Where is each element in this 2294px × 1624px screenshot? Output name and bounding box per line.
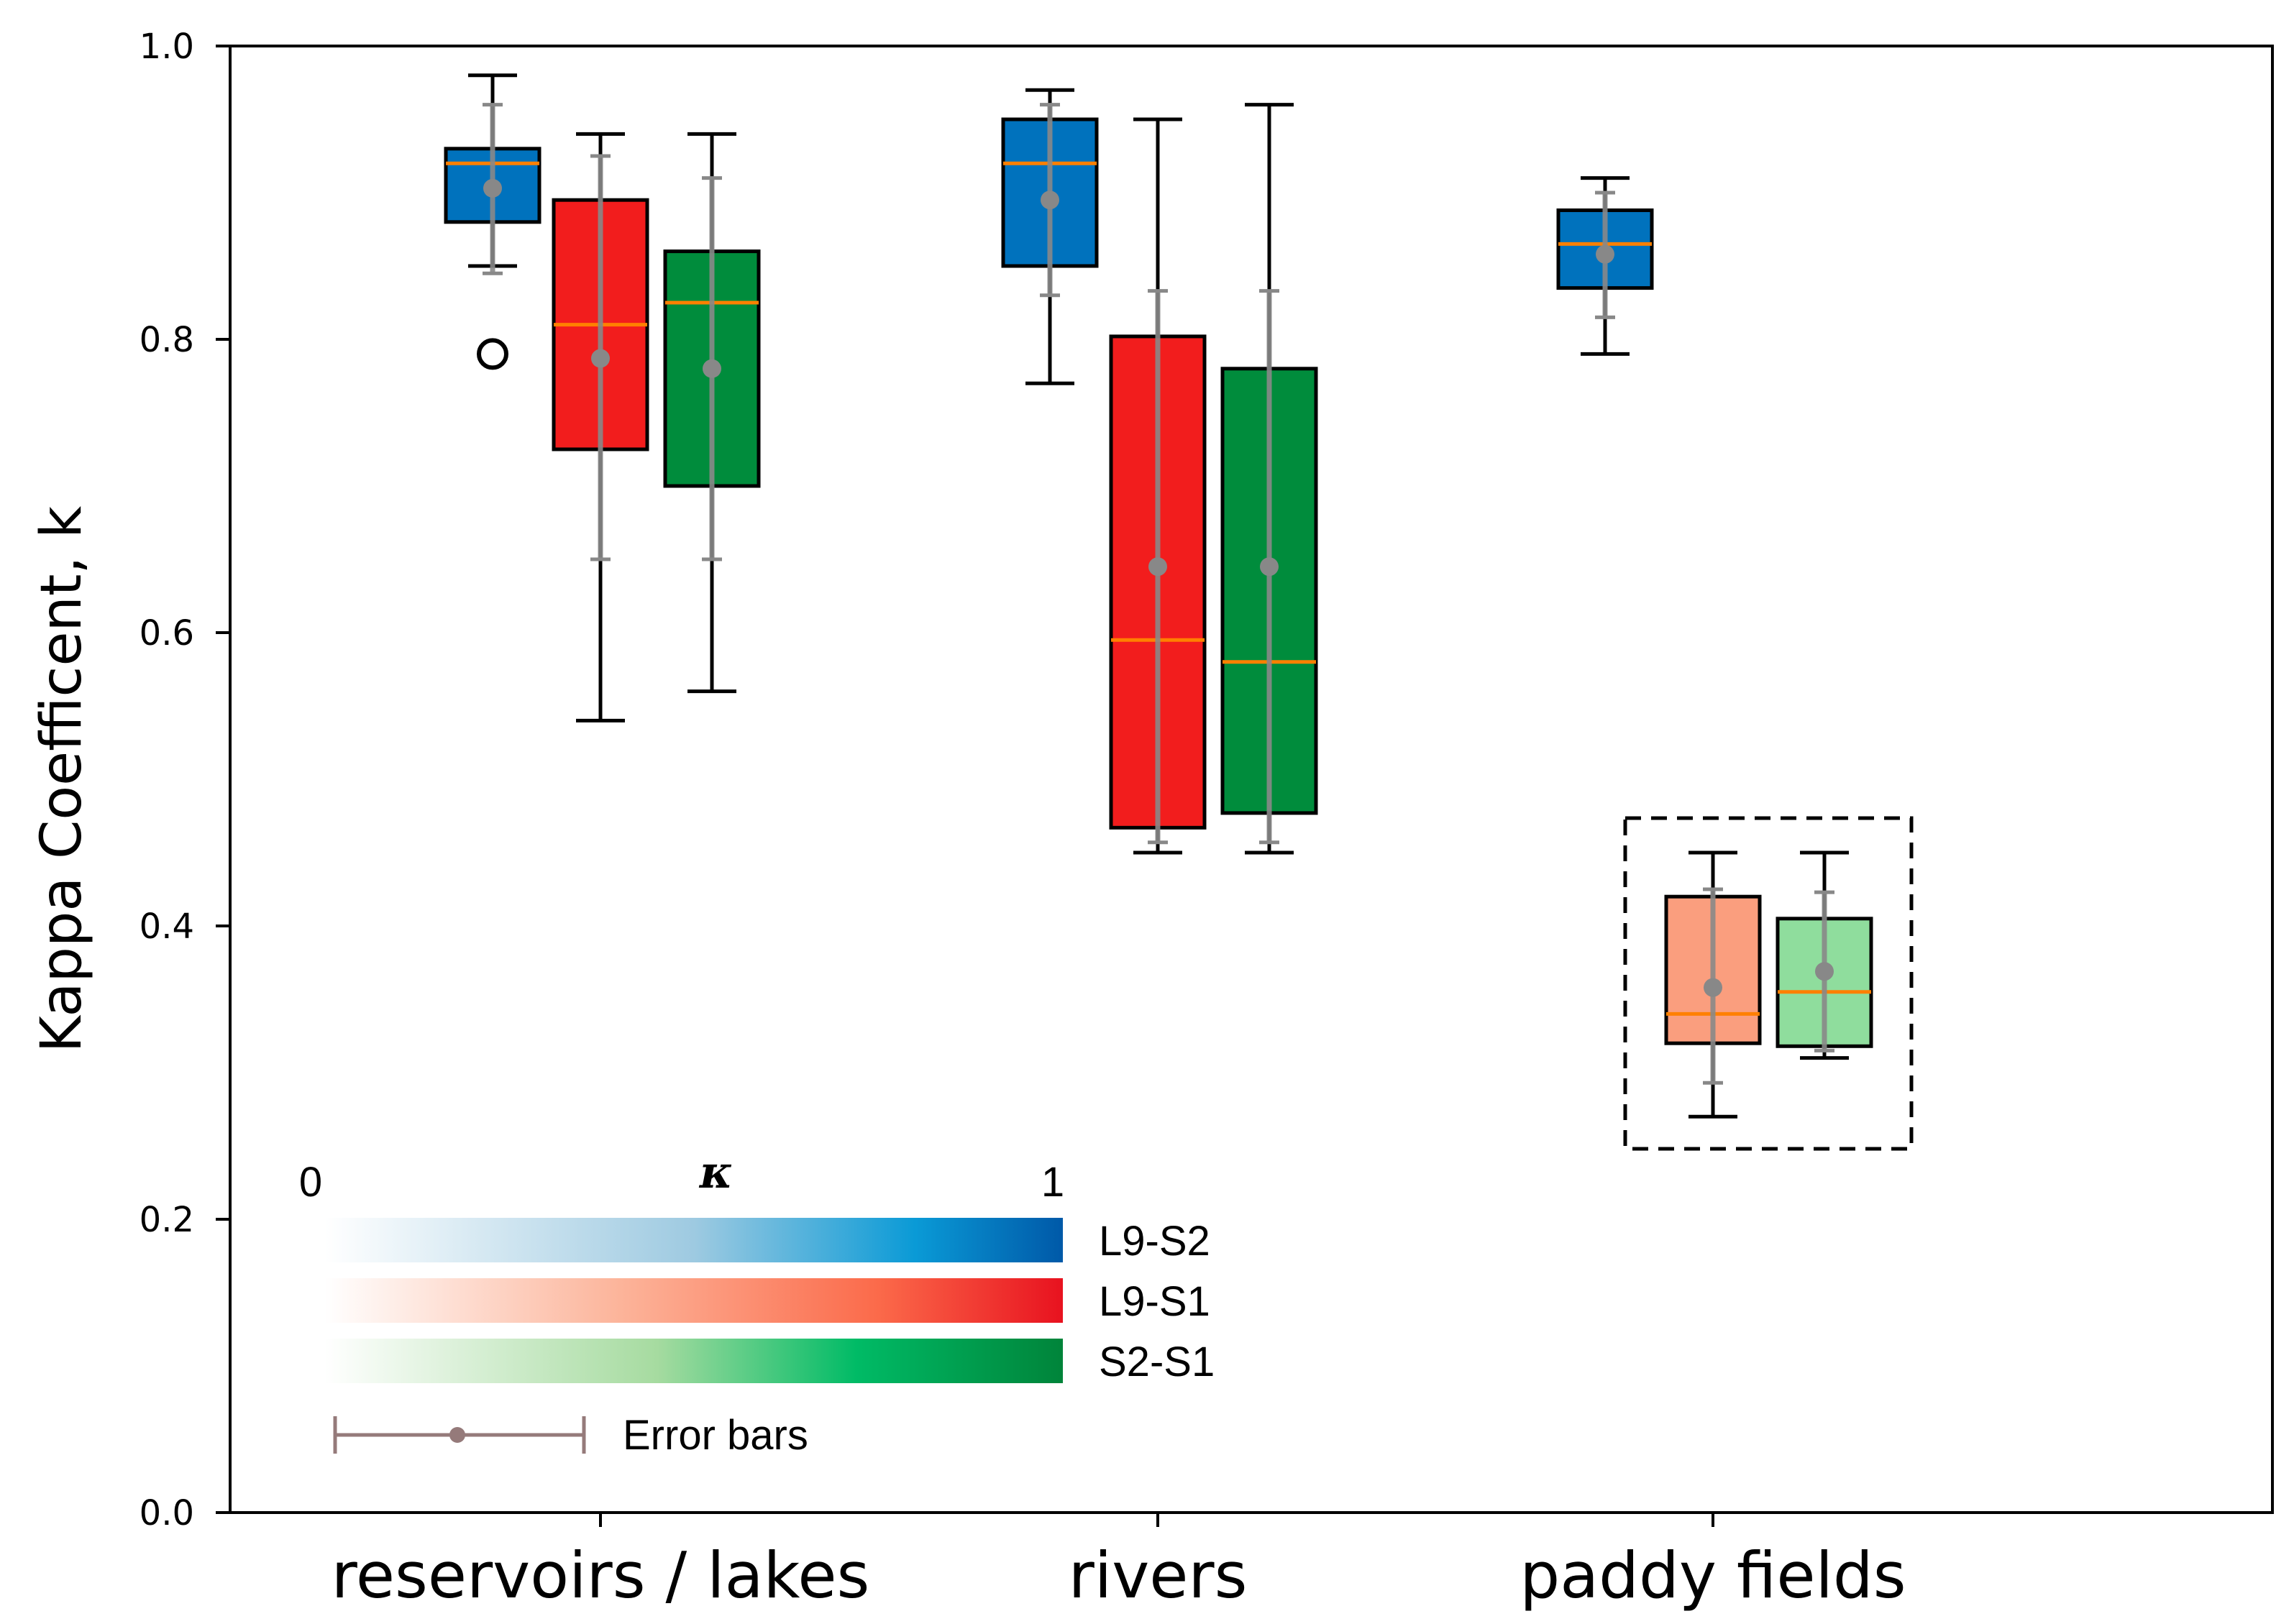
y-tick-label-1: 0.2 [140,1200,194,1240]
box-rivers-l9-s2 [1001,88,1099,385]
legend-scale-max: 1 [1041,1159,1064,1206]
box-series [444,73,1873,1119]
mean-point-reservoirs-lakes-s2-s1 [703,359,721,378]
legend-gradient-l9-s1 [325,1278,1063,1323]
legend-label-s2-s1: S2-S1 [1099,1339,1215,1385]
mean-point-rivers-l9-s2 [1041,191,1059,210]
y-tick-label-0: 0.0 [140,1493,194,1533]
y-axis-title: Kappa Coefficent, k [29,506,94,1052]
legend-error-bar-icon [333,1416,586,1454]
mean-point-paddy-fields-s2-s1 [1815,962,1834,981]
legend-scale-symbol: κ [699,1146,733,1198]
box-reservoirs-lakes-l9-s1 [552,132,649,722]
y-axis: 0.0 0.2 0.4 0.6 0.8 1.0 [140,27,194,1533]
legend: 0 κ 1 L9-S2 L9-S1 S2-S1 Error bars [299,1146,1215,1459]
category-label-reservoirs-lakes: reservoirs / lakes [332,1538,870,1612]
highlight-dashed-frame [1623,816,1914,1151]
x-axis: reservoirs / lakes rivers paddy fields [332,1538,1906,1612]
y-tick-label-4: 0.8 [140,320,194,360]
y-tick-marks [216,45,230,1514]
box-reservoirs-lakes-s2-s1 [663,132,761,694]
mean-point-reservoirs-lakes-l9-s1 [591,349,610,368]
category-label-rivers: rivers [1069,1538,1248,1612]
legend-label-error-bars: Error bars [623,1412,808,1459]
y-tick-label-2: 0.4 [140,907,194,947]
legend-label-l9-s2: L9-S2 [1099,1218,1210,1265]
box-paddy-fields-l9-s1 [1664,850,1762,1119]
legend-gradient-s2-s1 [325,1339,1063,1383]
outlier-reservoirs-lakes-l9-s2-0 [477,338,508,370]
legend-scale-min: 0 [299,1159,322,1206]
box-reservoirs-lakes-l9-s2 [444,73,541,370]
mean-point-paddy-fields-l9-s2 [1596,244,1614,264]
plot-area-frame [229,45,2274,1514]
legend-gradient-l9-s2 [325,1218,1063,1262]
mean-point-reservoirs-lakes-l9-s2 [483,178,502,198]
mean-point-rivers-s2-s1 [1260,557,1279,577]
legend-label-l9-s1: L9-S1 [1099,1278,1210,1325]
mean-point-rivers-l9-s1 [1148,557,1167,577]
mean-point-paddy-fields-l9-s1 [1704,978,1722,997]
x-tick-marks [599,1513,1714,1527]
box-paddy-fields-s2-s1 [1776,850,1873,1060]
y-tick-label-5: 1.0 [140,27,194,67]
box-rivers-l9-s1 [1109,117,1207,855]
box-rivers-s2-s1 [1220,103,1318,855]
y-tick-label-3: 0.6 [140,613,194,653]
box-paddy-fields-l9-s2 [1556,176,1654,356]
category-label-paddy-fields: paddy fields [1520,1538,1906,1612]
